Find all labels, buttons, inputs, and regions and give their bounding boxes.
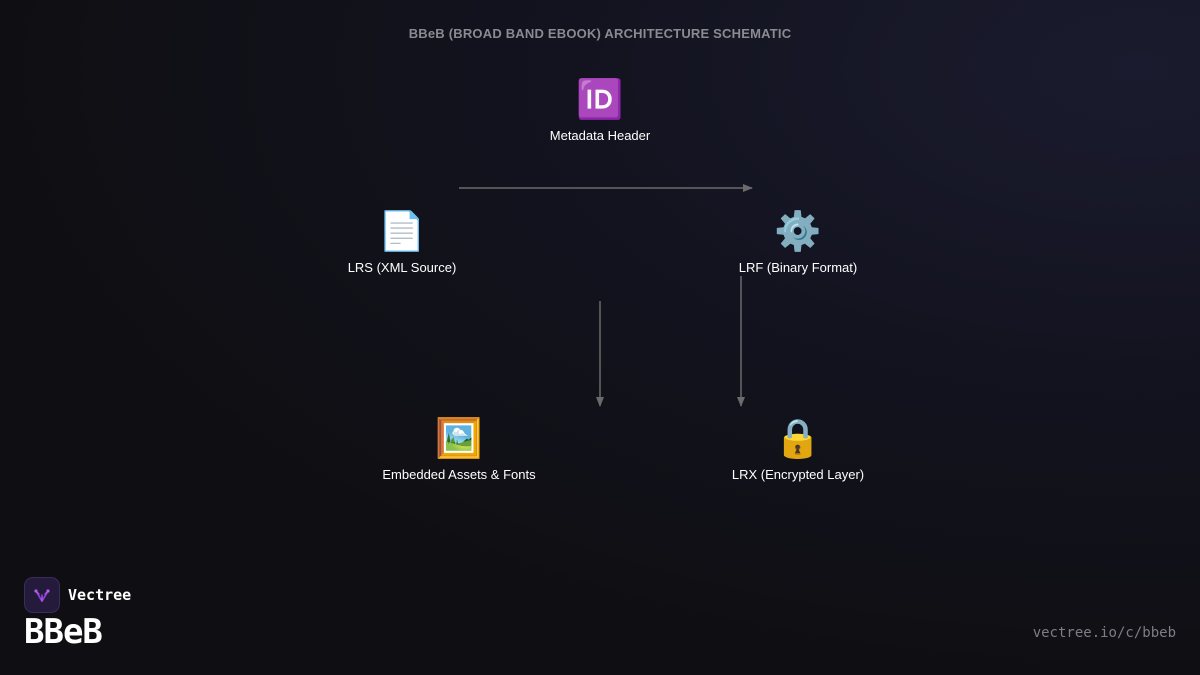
- document-icon: 📄: [378, 211, 426, 253]
- node-metadata-header: 🆔 Metadata Header: [480, 78, 720, 143]
- product-name: BBeB: [24, 612, 103, 652]
- node-label: LRS (XML Source): [347, 260, 457, 275]
- node-label: Embedded Assets & Fonts: [382, 467, 536, 482]
- lock-icon: 🔒: [774, 418, 822, 460]
- brand-name: Vectree: [68, 586, 132, 604]
- node-lrx: 🔒 LRX (Encrypted Layer): [678, 417, 918, 482]
- vectree-logo-icon: [24, 577, 60, 613]
- node-label: LRF (Binary Format): [738, 260, 858, 275]
- gear-icon: ⚙️: [774, 211, 822, 253]
- node-embedded-assets: 🖼️ Embedded Assets & Fonts: [339, 417, 579, 482]
- node-lrs: 📄 LRS (XML Source): [282, 210, 522, 275]
- node-lrf: ⚙️ LRF (Binary Format): [678, 210, 918, 275]
- id-icon: 🆔: [576, 79, 624, 121]
- source-url[interactable]: vectree.io/c/bbeb: [1032, 625, 1176, 641]
- node-label: Metadata Header: [549, 128, 651, 143]
- picture-icon: 🖼️: [435, 418, 483, 460]
- node-label: LRX (Encrypted Layer): [731, 467, 865, 482]
- brand: Vectree: [24, 577, 131, 613]
- diagram-title: BBeB (BROAD BAND EBOOK) ARCHITECTURE SCH…: [408, 26, 792, 41]
